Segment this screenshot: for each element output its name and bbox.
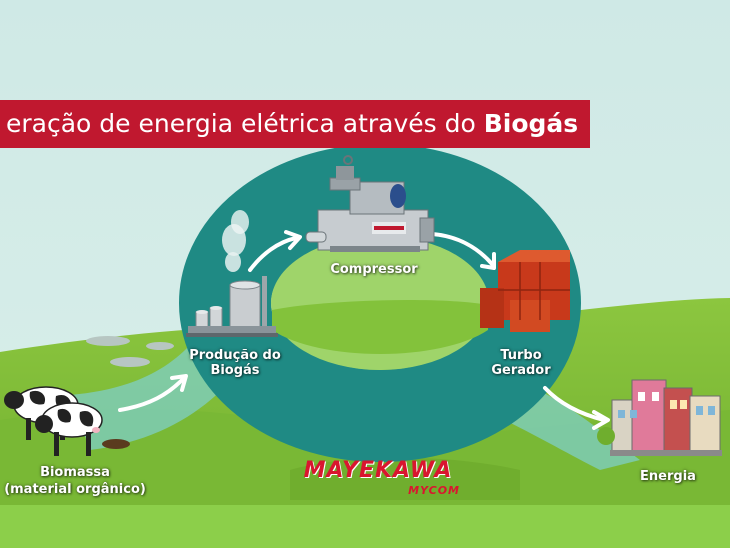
arrow-head	[170, 374, 188, 392]
arrow-production-to-compressor	[248, 236, 298, 272]
biogas-plant-icon	[186, 210, 278, 337]
mayekawa-logo: MAYEKAWA	[303, 458, 453, 483]
compressor-icon	[305, 155, 435, 252]
stepping-stone	[86, 336, 130, 346]
label-biomass: Biomassa (material orgânico)	[4, 465, 146, 497]
arrow-biomass-to-production	[118, 378, 184, 412]
inner-field	[272, 299, 488, 354]
cow-icon	[35, 402, 103, 456]
arrow-compressor-to-turbo	[430, 232, 494, 266]
turbo-generator-icon	[480, 250, 570, 332]
title-highlight: Biogás	[483, 109, 579, 138]
label-production: Produção do Biogás	[189, 348, 281, 378]
title-banner: eração de energia elétrica através do Bi…	[0, 100, 590, 148]
label-energy: Energia	[640, 469, 696, 484]
arrow-head	[284, 230, 302, 250]
arrow-turbo-to-energy	[543, 386, 606, 422]
title-text: eração de energia elétrica através do	[6, 109, 484, 138]
town-icon	[597, 379, 722, 456]
label-turbo: Turbo Gerador	[491, 348, 551, 378]
stepping-stone	[146, 342, 174, 350]
manure-pile	[102, 439, 130, 449]
arrow-head	[480, 252, 496, 270]
stepping-stone	[110, 357, 150, 367]
grass-strip	[0, 505, 730, 548]
label-compressor: Compressor	[330, 262, 418, 277]
mycom-logo: MYCOM	[408, 484, 460, 497]
ground-shadow	[290, 457, 520, 500]
arrow-head	[592, 410, 610, 430]
